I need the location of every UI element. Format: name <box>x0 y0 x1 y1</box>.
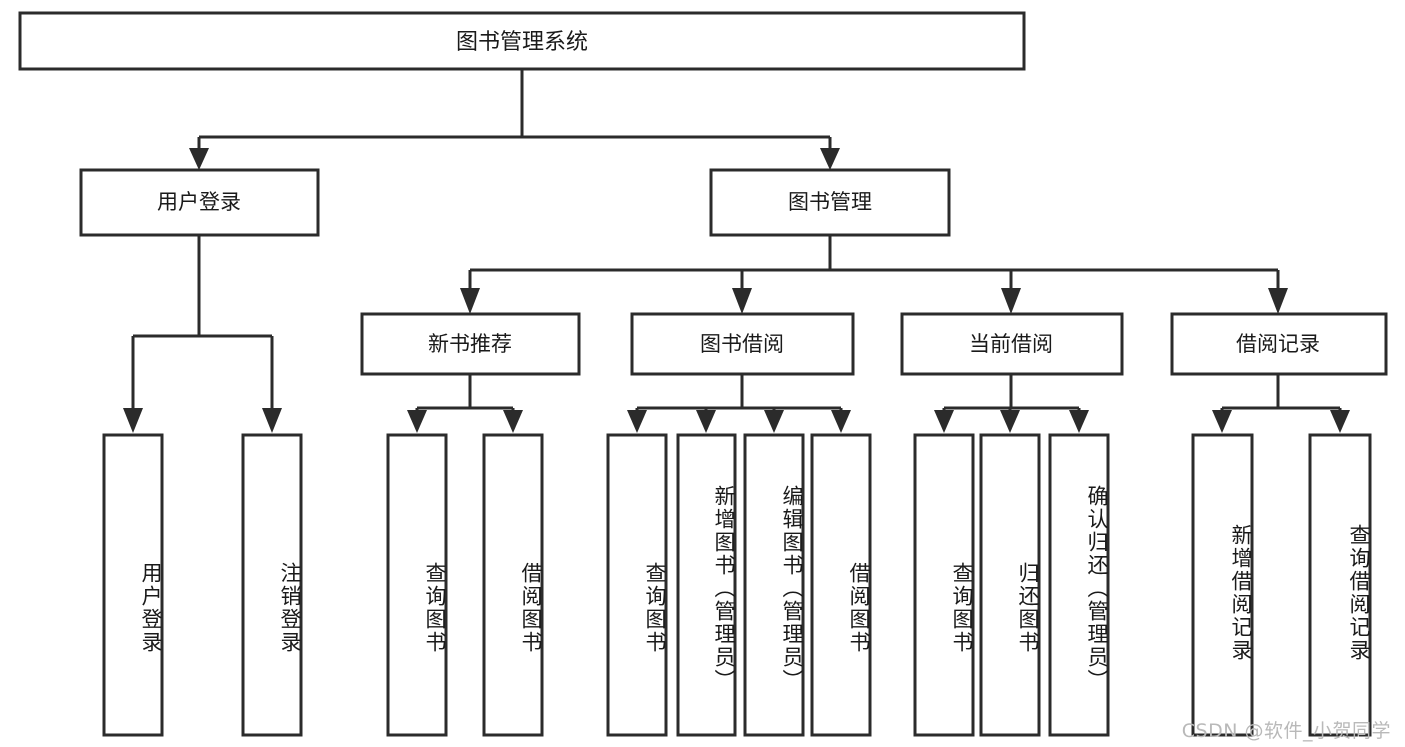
arrow-head-current-borrow <box>1001 288 1021 314</box>
node-book-borrow[interactable] <box>630 312 855 376</box>
node-root-label: 图书管理系统 <box>456 30 588 55</box>
node-root[interactable] <box>18 11 1026 71</box>
node-book-manage-label: 图书管理 <box>788 190 872 214</box>
node-leaf-query-book-rec[interactable] <box>386 433 448 737</box>
node-leaf-user-login[interactable] <box>102 433 164 737</box>
arrow-head-leaf-logout <box>262 408 282 433</box>
node-leaf-edit-book[interactable] <box>743 433 805 737</box>
arrow-head-leaf-edit-book <box>764 410 784 433</box>
arrow-head-leaf-add-book <box>696 410 716 433</box>
node-book-manage[interactable] <box>709 168 951 237</box>
node-current-borrow-label: 当前借阅 <box>969 332 1053 356</box>
node-leaf-borrow-book[interactable] <box>810 433 872 737</box>
arrow-head-leaf-query-book-current <box>934 410 954 433</box>
node-layer: 图书管理系统 用户登录 图书管理 新书推荐 图书借阅 当前借阅 借阅记录 <box>18 11 1388 737</box>
node-new-book-rec[interactable] <box>360 312 581 376</box>
node-leaf-confirm-return[interactable] <box>1048 433 1110 737</box>
node-leaf-query-record[interactable] <box>1308 433 1372 737</box>
arrow-head-book-borrow <box>732 288 752 314</box>
node-user-login[interactable] <box>79 168 320 237</box>
node-leaf-query-book-borrow[interactable] <box>606 433 668 737</box>
arrow-head-leaf-query-book-rec <box>407 410 427 433</box>
node-user-login-label: 用户登录 <box>157 190 241 214</box>
arrow-head-leaf-add-record <box>1212 410 1232 433</box>
arrow-head-new-book-rec <box>460 288 480 314</box>
node-leaf-logout[interactable] <box>241 433 303 737</box>
arrow-head-leaf-user-login <box>123 408 143 433</box>
arrow-head-leaf-borrow-book <box>831 410 851 433</box>
arrow-head-leaf-query-book-borrow <box>627 410 647 433</box>
arrow-head-borrow-record <box>1268 288 1288 314</box>
arrow-head-user-login <box>189 148 209 170</box>
arrow-head-leaf-query-record <box>1330 410 1350 433</box>
connector-layer <box>123 70 1350 433</box>
node-borrow-record-label: 借阅记录 <box>1236 332 1320 356</box>
node-book-borrow-label: 图书借阅 <box>700 332 784 356</box>
csdn-watermark: CSDN @软件_小贺同学 <box>1181 720 1391 742</box>
arrow-head-leaf-borrow-book-rec <box>503 410 523 433</box>
arrow-head-leaf-return-book <box>1000 410 1020 433</box>
node-leaf-query-book-current[interactable] <box>913 433 975 737</box>
arrow-head-leaf-confirm-return <box>1069 410 1089 433</box>
node-new-book-rec-label: 新书推荐 <box>428 332 512 356</box>
node-borrow-record[interactable] <box>1170 312 1388 376</box>
node-leaf-add-record[interactable] <box>1191 433 1254 737</box>
arrow-head-book-manage <box>820 148 840 170</box>
node-leaf-return-book[interactable] <box>979 433 1041 737</box>
node-leaf-borrow-book-rec[interactable] <box>482 433 544 737</box>
node-current-borrow[interactable] <box>900 312 1124 376</box>
node-leaf-add-book[interactable] <box>676 433 737 737</box>
